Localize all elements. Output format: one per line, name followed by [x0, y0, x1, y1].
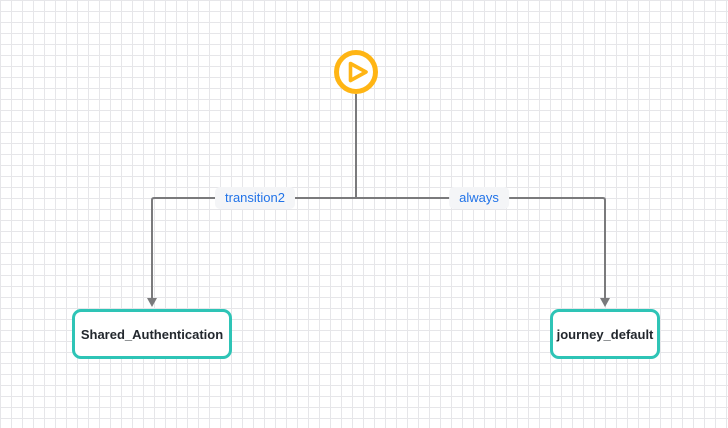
play-icon: [334, 50, 378, 94]
edge-transition2-line[interactable]: [151, 197, 356, 299]
edge-label-transition2[interactable]: transition2: [215, 187, 295, 209]
edge-transition2-arrowhead-icon: [147, 298, 157, 307]
edge-label-always[interactable]: always: [449, 187, 509, 209]
edge-always-line[interactable]: [356, 197, 606, 299]
node-shared-authentication[interactable]: Shared_Authentication: [72, 309, 232, 359]
start-node[interactable]: [334, 50, 378, 94]
node-label: journey_default: [556, 326, 654, 342]
edge-always-arrowhead-icon: [600, 298, 610, 307]
node-label: Shared_Authentication: [80, 326, 224, 342]
node-journey-default[interactable]: journey_default: [550, 309, 660, 359]
